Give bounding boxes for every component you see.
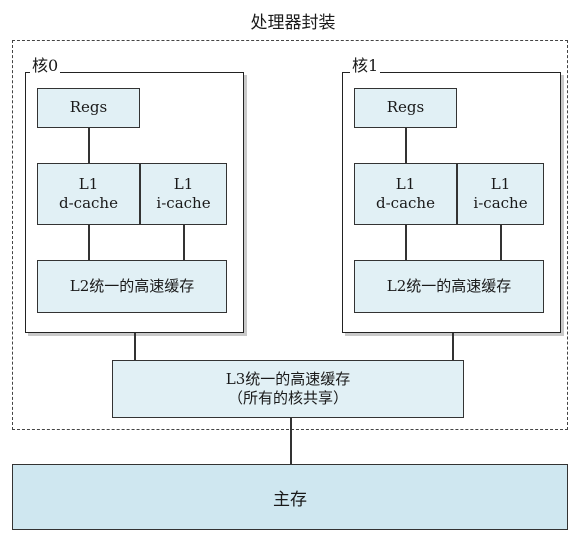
l3-memory-link [290,418,292,464]
core-0-l2-label: L2统一的高速缓存 [69,276,195,295]
core-0-l3-link [134,333,136,360]
core-1-l1i-line1: L1 [490,174,511,193]
core-0-regs: Regs [37,88,140,128]
core-0-l1i-line1: L1 [173,174,194,193]
core-0-l1-dcache: L1 d-cache [37,163,140,225]
core-1-regs: Regs [354,88,457,128]
core-1-label: 核1 [350,52,381,76]
main-memory-label: 主存 [273,489,307,510]
core-0-regs-l1-link [88,128,90,163]
core-0-l1d-line1: L1 [78,174,99,193]
core-0-label: 核0 [30,52,61,76]
l3-line2: （所有的核共享） [227,389,348,407]
core-1-l1d-line2: d-cache [376,194,435,212]
core-1-l1d-l2-link [405,225,407,260]
core-1-regs-l1-link [405,128,407,163]
core-1-l2-label: L2统一的高速缓存 [386,276,512,295]
core-1-l3-link [452,333,454,360]
core-0-l1-icache: L1 i-cache [140,163,227,225]
core-0-l1d-l2-link [88,225,90,260]
core-0-l1d-line2: d-cache [59,194,118,212]
core-1-l1-icache: L1 i-cache [457,163,544,225]
core-1-l2-cache: L2统一的高速缓存 [354,260,544,313]
l3-line1: L3统一的高速缓存 [225,369,351,388]
core-1-l1-dcache: L1 d-cache [354,163,457,225]
l3-cache: L3统一的高速缓存 （所有的核共享） [112,360,464,418]
main-memory: 主存 [12,464,568,530]
core-0-l1i-line2: i-cache [156,194,211,212]
core-1-l1i-line2: i-cache [473,194,528,212]
package-title: 处理器封装 [250,13,336,33]
core-1-l1i-l2-link [500,225,502,260]
core-1-regs-label: Regs [386,98,425,117]
core-0-regs-label: Regs [69,98,108,117]
core-1-l1d-line1: L1 [395,174,416,193]
core-0-l2-cache: L2统一的高速缓存 [37,260,227,313]
core-0-l1i-l2-link [183,225,185,260]
